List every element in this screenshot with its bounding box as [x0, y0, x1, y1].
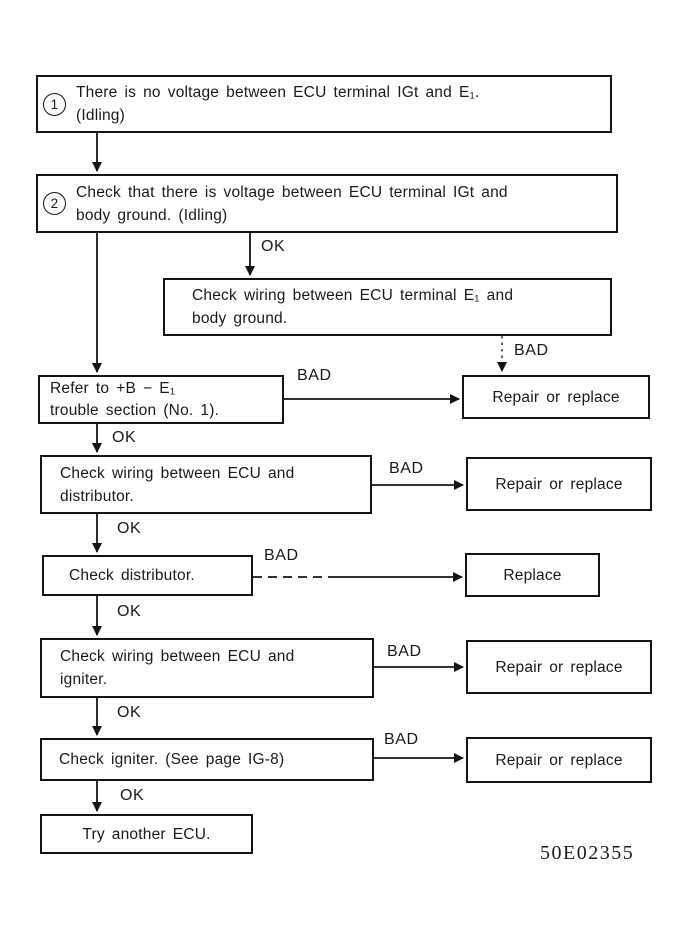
step-number-badge: 1	[43, 92, 66, 116]
flow-node-check-igniter: Check igniter. (See page IG-8)	[40, 738, 374, 781]
edge-label-ok: OK	[117, 520, 142, 537]
node-text: Replace	[503, 566, 562, 584]
step1-text-line1: There is no voltage between ECU terminal…	[76, 84, 480, 101]
edge-label-ok: OK	[261, 238, 286, 255]
step1-text-line2: (Idling)	[76, 107, 125, 124]
flow-node-check-distributor: Check distributor.	[42, 555, 253, 596]
node-text-line2: trouble section (No. 1).	[50, 401, 220, 419]
edge-label-bad: BAD	[514, 342, 549, 359]
node-text: Repair or replace	[492, 388, 620, 406]
flow-node-repair-or-replace-1: Repair or replace	[462, 375, 650, 419]
flow-node-check-wiring-e1-ground: Check wiring between ECU terminal E₁ and…	[163, 278, 612, 336]
flow-node-replace: Replace	[465, 553, 600, 597]
edge-label-ok: OK	[112, 429, 137, 446]
edge-label-ok: OK	[117, 704, 142, 721]
node-text: Try another ECU.	[82, 825, 211, 843]
edge-label-bad: BAD	[384, 731, 419, 748]
flow-node-try-another-ecu: Try another ECU.	[40, 814, 253, 854]
edge-label-ok: OK	[120, 787, 145, 804]
node-text: Check igniter. (See page IG-8)	[59, 751, 285, 768]
flow-node-repair-or-replace-2: Repair or replace	[466, 457, 652, 511]
node-text-line2: distributor.	[60, 487, 134, 505]
node-text-line1: Check wiring between ECU and	[60, 464, 295, 482]
node-text-line1: Check wiring between ECU terminal E₁ and	[192, 287, 514, 304]
edge-label-ok: OK	[117, 603, 142, 620]
edge-label-bad: BAD	[387, 643, 422, 660]
flow-node-repair-or-replace-3: Repair or replace	[466, 640, 652, 694]
flow-node-step1: 1 There is no voltage between ECU termin…	[36, 75, 612, 133]
flow-node-check-wiring-distributor: Check wiring between ECU and distributor…	[40, 455, 372, 514]
step2-text-line1: Check that there is voltage between ECU …	[76, 183, 508, 201]
figure-code: 50E02355	[540, 842, 635, 864]
flow-node-step2: 2 Check that there is voltage between EC…	[36, 174, 618, 233]
node-text: Repair or replace	[495, 658, 623, 676]
edge-label-bad: BAD	[297, 367, 332, 384]
node-text-line1: Refer to +B − E₁	[50, 379, 176, 397]
edge-label-bad: BAD	[389, 460, 424, 477]
node-text: Repair or replace	[495, 475, 623, 493]
node-text-line1: Check wiring between ECU and	[60, 648, 295, 665]
node-text: Check distributor.	[69, 567, 195, 584]
node-text: Repair or replace	[495, 751, 623, 769]
flow-node-refer-to-b-e1: Refer to +B − E₁ trouble section (No. 1)…	[38, 375, 284, 424]
edge-label-bad: BAD	[264, 547, 299, 564]
node-text-line2: igniter.	[60, 671, 108, 688]
flow-node-repair-or-replace-4: Repair or replace	[466, 737, 652, 783]
step-number-badge: 2	[43, 192, 66, 215]
step2-text-line2: body ground. (Idling)	[76, 206, 228, 224]
flow-node-check-wiring-igniter: Check wiring between ECU and igniter.	[40, 638, 374, 698]
node-text-line2: body ground.	[192, 310, 288, 327]
